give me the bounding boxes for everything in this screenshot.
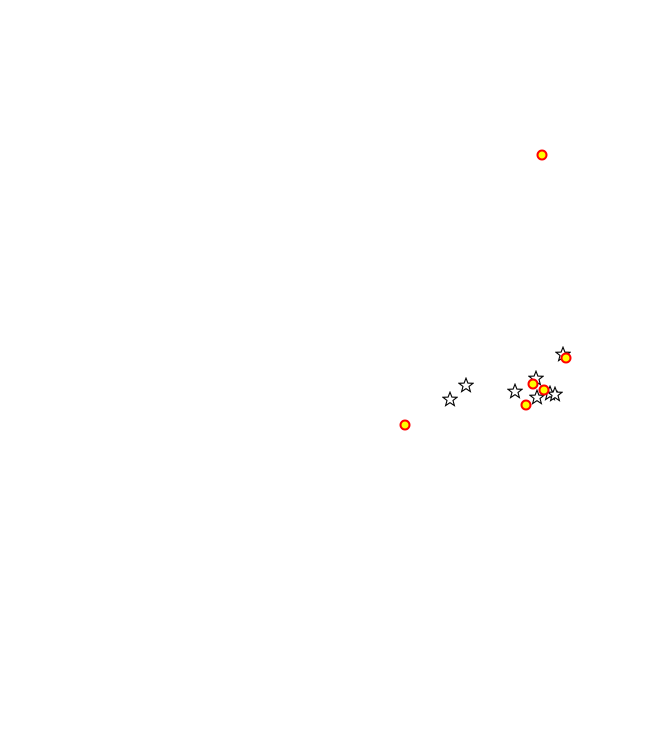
circle-marker-icon[interactable] (527, 378, 539, 390)
star-marker-icon[interactable] (507, 383, 523, 399)
circle-marker-icon[interactable] (536, 149, 548, 161)
star-marker-icon[interactable] (442, 391, 458, 407)
circle-marker-icon[interactable] (520, 399, 532, 411)
circle-marker-icon[interactable] (538, 384, 550, 396)
star-marker-icon[interactable] (458, 377, 474, 393)
circle-marker-icon[interactable] (560, 352, 572, 364)
circle-marker-icon[interactable] (399, 419, 411, 431)
